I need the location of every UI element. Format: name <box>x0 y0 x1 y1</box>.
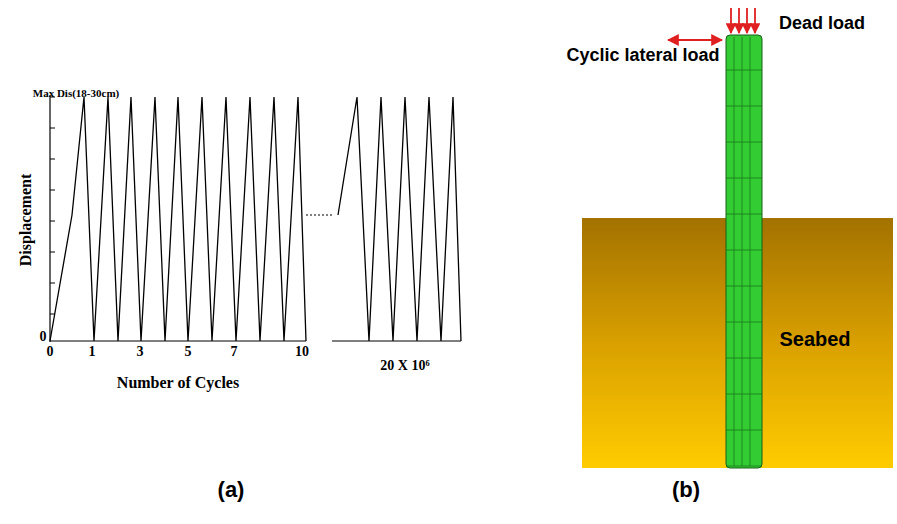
displacement-curve <box>338 97 461 341</box>
tick-label: 0 <box>40 329 47 345</box>
axis-title: Displacement <box>17 174 35 266</box>
load-label: Dead load <box>779 13 865 34</box>
axis-max-label: Max Dis(18-30cm) <box>33 87 119 99</box>
panel-label: (b) <box>672 477 700 503</box>
seabed-region: Seabed <box>582 218 893 468</box>
chart-axes <box>50 95 461 342</box>
tick-label: 5 <box>185 344 192 360</box>
tick-label: 1 <box>89 344 96 360</box>
axis-ticks <box>50 97 55 314</box>
dead-load-arrows <box>731 8 755 33</box>
tick-label: 7 <box>231 344 238 360</box>
displacement-curve <box>50 97 306 341</box>
region-label: Seabed <box>779 328 850 351</box>
cyclic-load-arrow <box>668 39 722 41</box>
tick-label: 0 <box>47 344 54 360</box>
axis-title: Number of Cycles <box>117 374 239 392</box>
load-label: Cyclic lateral load <box>566 45 719 66</box>
pile <box>726 35 762 468</box>
tick-label: 10 <box>295 344 309 360</box>
panel-label: (a) <box>218 477 245 503</box>
tick-label: 20 X 10⁶ <box>380 358 429 374</box>
tick-label: 3 <box>137 344 144 360</box>
